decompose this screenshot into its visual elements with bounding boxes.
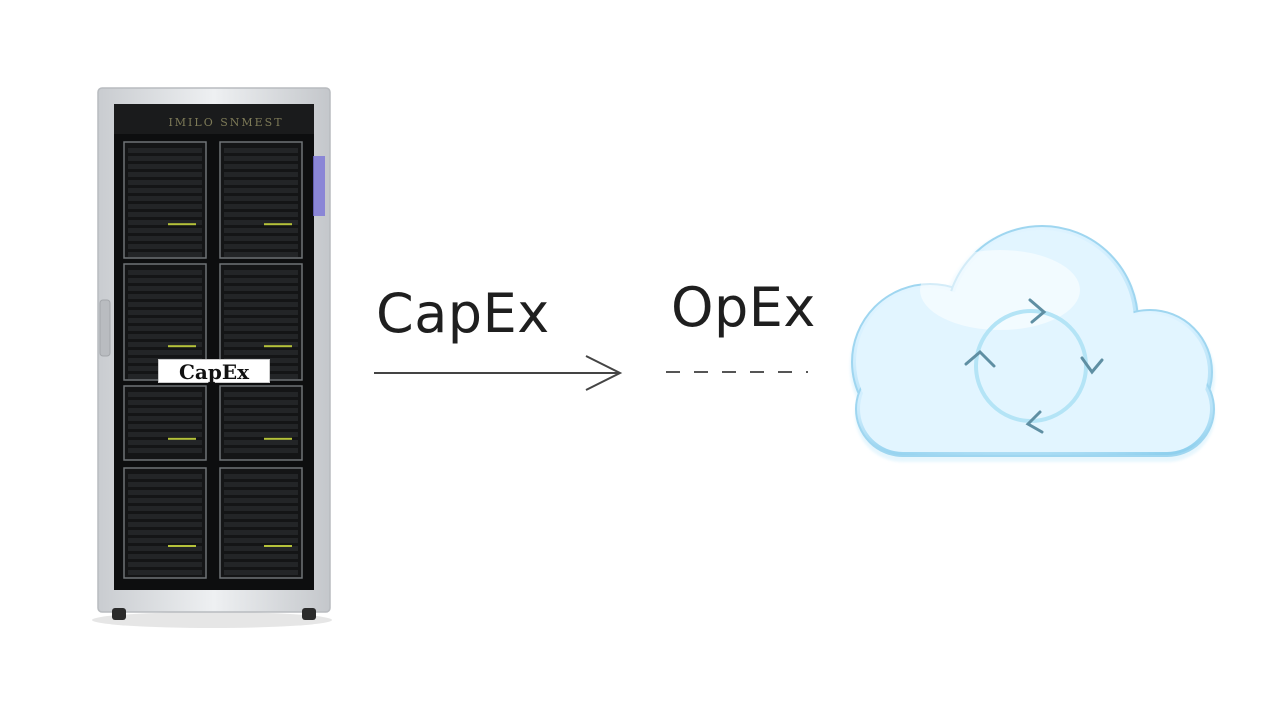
server-rack-icon [92,87,332,628]
arrow-right-icon [374,355,623,391]
rack-brand-text: IMILO SNMEST [168,116,284,129]
rack-capex-label: CapEx [158,359,270,384]
opex-label: OpEx [671,276,816,339]
cloud-cycle-icon [850,225,1215,462]
capex-label: CapEx [376,282,550,345]
